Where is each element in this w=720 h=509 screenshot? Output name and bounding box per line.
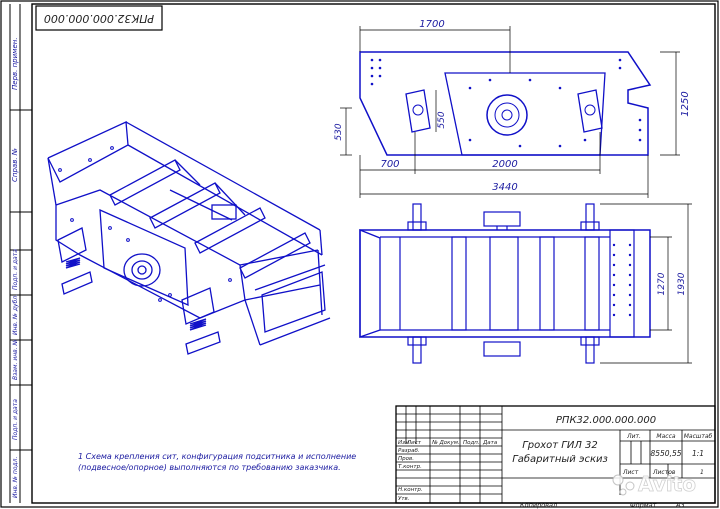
dim-3440: 3440 [492, 182, 517, 193]
row-prov: Пров. [398, 456, 414, 462]
dim-1700: 1700 [419, 19, 444, 30]
col-sign: Подп. [463, 440, 480, 446]
side-label-dubl: Инв. № дубл. [12, 294, 19, 335]
side-column: Перв. примен. Справ. № Подп. и дата Инв.… [9, 4, 32, 503]
isometric-view [47, 121, 331, 355]
inner-frame [31, 3, 716, 504]
dim-530: 530 [334, 123, 344, 140]
sheets-value: 1 [700, 469, 704, 476]
side-label-inv: Инв. № подл. [12, 457, 19, 498]
dim-1270: 1270 [657, 272, 667, 295]
row-razrab: Разраб. [398, 448, 420, 454]
col-date: Дата [482, 440, 498, 446]
dim-2000: 2000 [492, 159, 517, 170]
title-name-1: Грохот ГИЛ 32 [522, 440, 598, 451]
corner-code-box: РПК32.000.000.000 [35, 5, 163, 31]
side-label-perv: Перв. примен. [11, 37, 19, 90]
row-utv: Утв. [398, 496, 410, 502]
dim-1250: 1250 [680, 91, 691, 116]
col-izm: Изм [398, 440, 409, 446]
side-view: 1700 1250 530 550 700 2000 3440 [334, 19, 691, 198]
note-line-1: 1 Схема крепления сит, конфигурация подс… [78, 452, 356, 461]
hdr-lit: Лит. [626, 433, 641, 440]
side-view-holes [370, 58, 642, 148]
footer-format-label: Формат [630, 501, 657, 509]
avito-watermark: Avito [612, 472, 696, 496]
col-list: Лист [406, 440, 422, 446]
plan-view: 1270 1930 [359, 203, 692, 364]
side-label-podp2: Подп. и дата [12, 399, 19, 440]
watermark-text: Avito [638, 472, 696, 496]
side-label-podp1: Подп. и дата [12, 249, 19, 290]
mass-value: 8550,55 [650, 449, 681, 458]
dim-1930: 1930 [677, 272, 687, 295]
hdr-mass: Масса [656, 433, 675, 440]
side-label-sprav: Справ. № [11, 148, 19, 182]
title-code: РПК32.000.000.000 [556, 415, 656, 426]
col-doc: № Докум. [431, 440, 460, 446]
dim-700: 700 [380, 159, 399, 170]
sheets-label: Листов [652, 469, 676, 476]
sheet-label: Лист [622, 469, 639, 476]
plan-view-holes [612, 243, 632, 317]
side-label-vzam: Взам. инв. № [12, 339, 19, 380]
dim-550: 550 [437, 111, 447, 128]
note-line-2: (подвесное/опорное) выполняются по требо… [78, 463, 341, 472]
footer-format-value: А3 [675, 501, 685, 509]
scale-value: 1:1 [692, 449, 704, 458]
row-nkontr: Н.контр. [398, 487, 423, 493]
title-name-2: Габаритный эскиз [512, 453, 608, 465]
footer-copied: Копировал [520, 501, 557, 509]
row-tkontr: Т.контр. [398, 464, 422, 470]
hdr-scale: Масштаб [684, 433, 713, 440]
corner-code: РПК32.000.000.000 [44, 12, 154, 25]
